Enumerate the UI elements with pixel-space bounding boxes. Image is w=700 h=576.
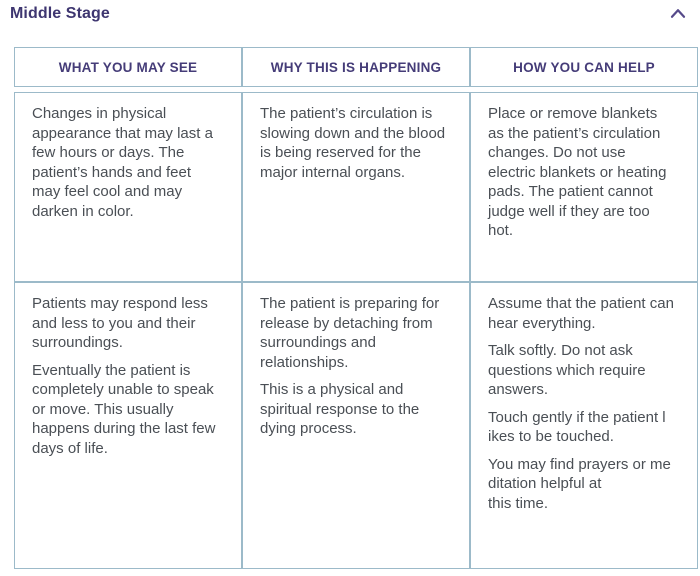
table-header-row: WHAT YOU MAY SEE WHY THIS IS HAPPENING H… bbox=[14, 47, 698, 87]
section-title: Middle Stage bbox=[10, 4, 110, 22]
cell-paragraph: This is a physical and spiritual respons… bbox=[260, 381, 420, 437]
cell-paragraph: Place or remove blankets as the patient’… bbox=[488, 105, 667, 239]
section-header: Middle Stage bbox=[0, 0, 700, 24]
cell-why-row1: The patient’s circulation is slowing dow… bbox=[242, 92, 470, 282]
cell-help-row1: Place or remove blankets as the patient’… bbox=[470, 92, 698, 282]
cell-paragraph: The patient’s circulation is slowing dow… bbox=[260, 105, 446, 181]
cell-paragraph: The patient is preparing for release by … bbox=[260, 295, 440, 371]
cell-see-row2: Patients may respond less and less to yo… bbox=[14, 282, 242, 569]
cell-paragraph: Eventually the patient is completely una… bbox=[32, 361, 216, 457]
column-header-how-you-can-help: HOW YOU CAN HELP bbox=[470, 47, 698, 87]
cell-paragraph: You may find prayers or me ditation help… bbox=[488, 455, 671, 512]
collapse-section-button[interactable] bbox=[668, 6, 688, 21]
column-header-what-you-may-see: WHAT YOU MAY SEE bbox=[14, 47, 242, 87]
column-header-why-this-is-happening: WHY THIS IS HAPPENING bbox=[242, 47, 470, 87]
cell-paragraph: Changes in physical appearance that may … bbox=[32, 105, 213, 220]
cell-paragraph: Patients may respond less and less to yo… bbox=[32, 295, 208, 351]
cell-why-row2: The patient is preparing for release by … bbox=[242, 282, 470, 569]
chevron-up-icon bbox=[670, 8, 686, 19]
table-row: Patients may respond less and less to yo… bbox=[14, 282, 698, 569]
cell-help-row2: Assume that the patient can hear everyth… bbox=[470, 282, 698, 569]
cell-paragraph: Assume that the patient can hear everyth… bbox=[488, 295, 674, 332]
cell-paragraph: Talk softly. Do not ask questions which … bbox=[488, 342, 646, 398]
stage-info-table: WHAT YOU MAY SEE WHY THIS IS HAPPENING H… bbox=[14, 47, 698, 569]
table-row: Changes in physical appearance that may … bbox=[14, 92, 698, 282]
cell-see-row1: Changes in physical appearance that may … bbox=[14, 92, 242, 282]
cell-paragraph: Touch gently if the patient l ikes to be… bbox=[488, 408, 666, 446]
